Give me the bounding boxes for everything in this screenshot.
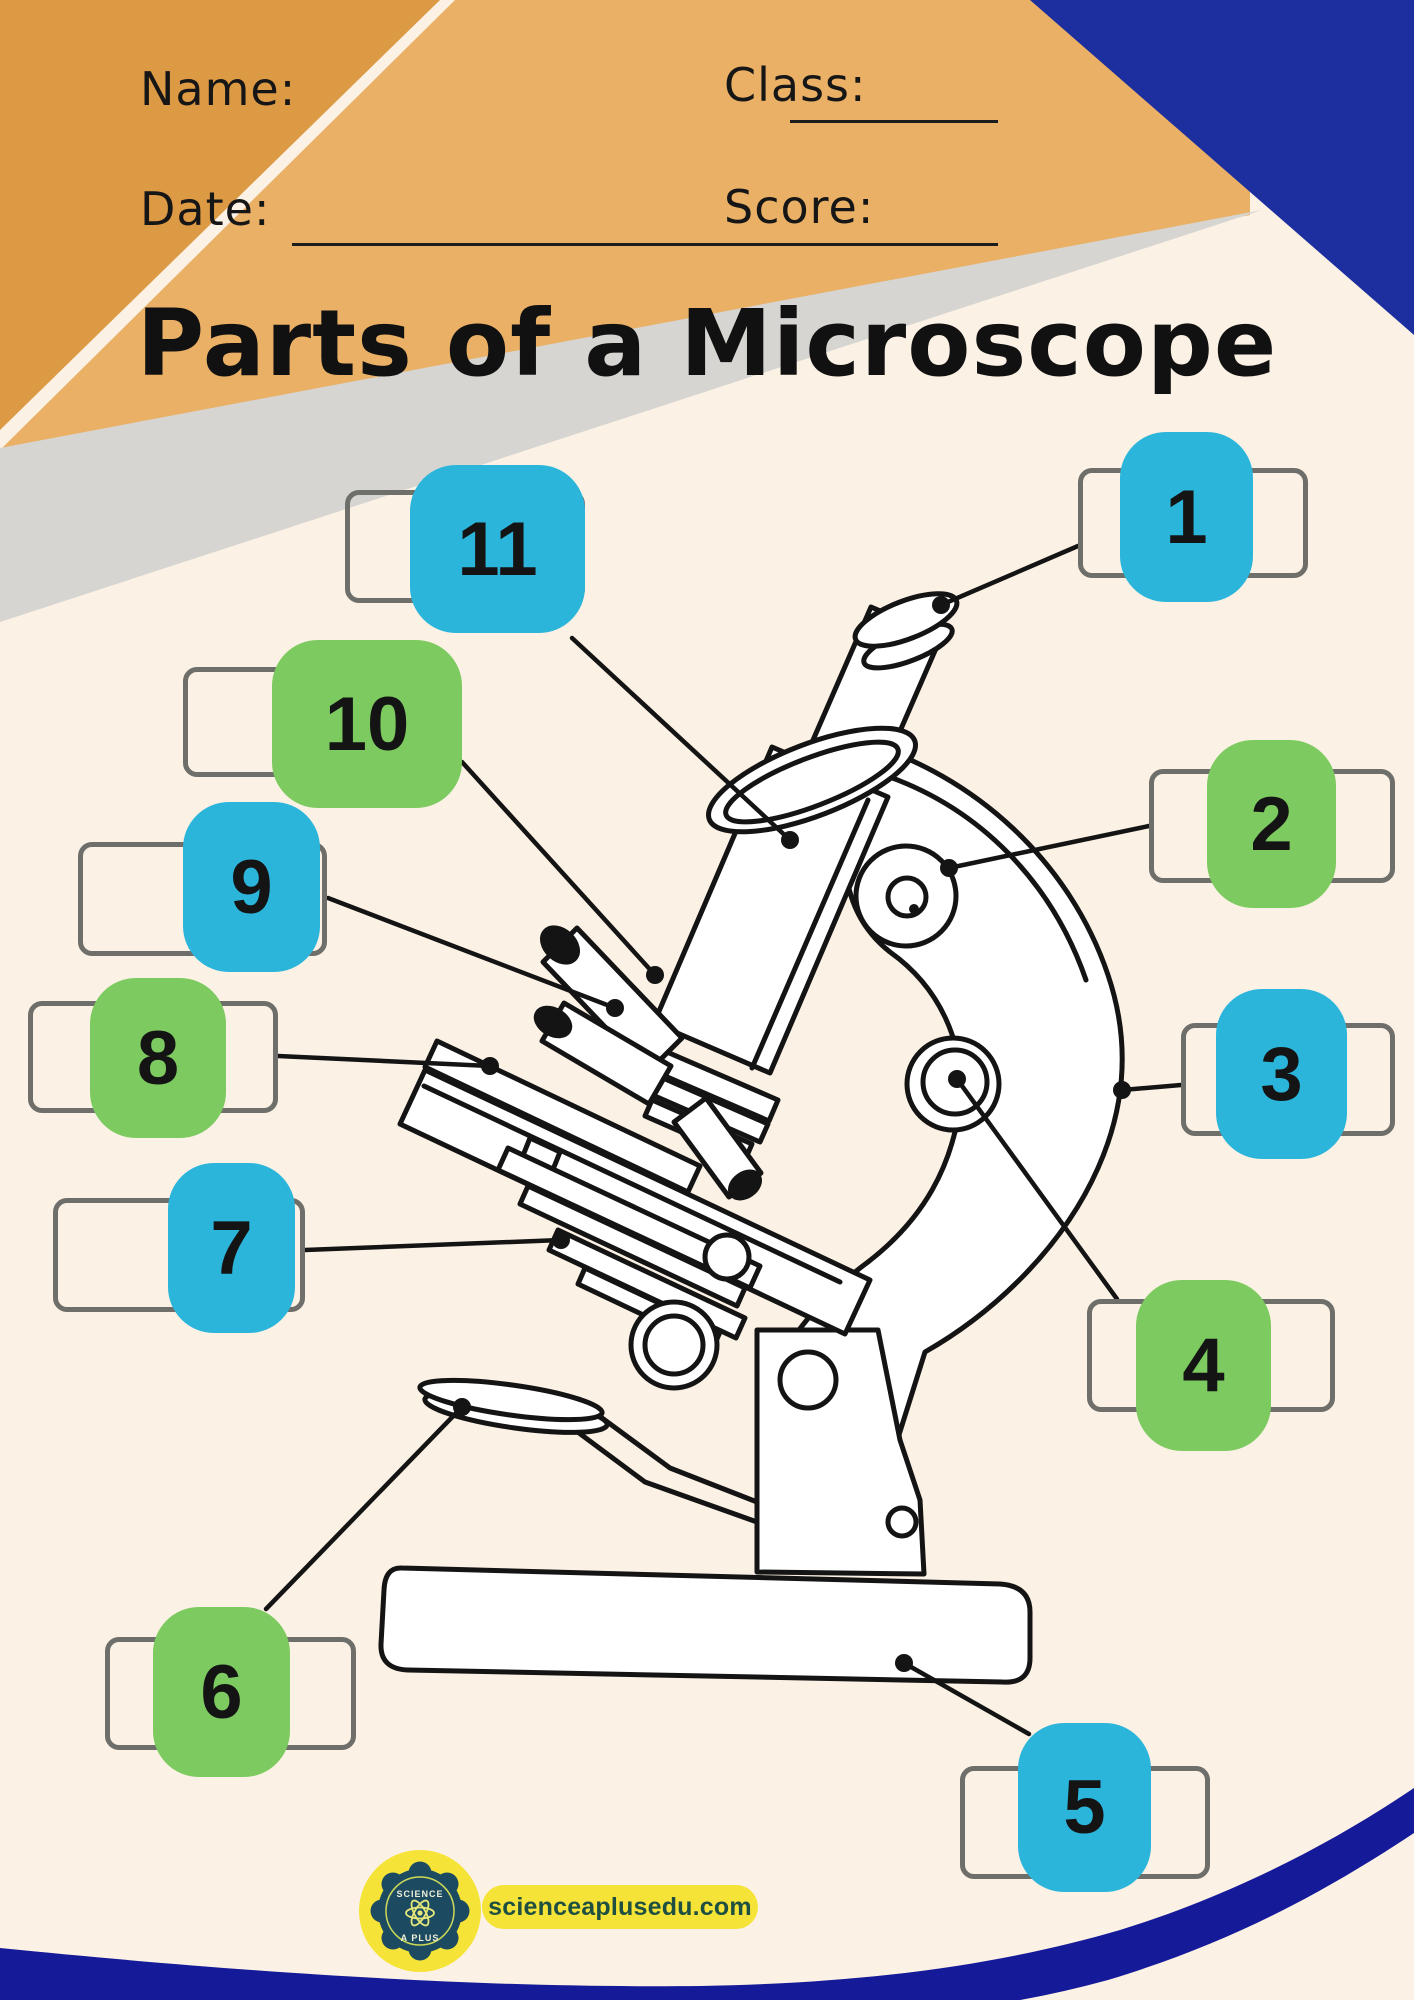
microscope-pillar	[754, 1327, 927, 1577]
leader-line-1	[938, 543, 1081, 608]
leader-line-2	[946, 823, 1152, 871]
badge-4: 4	[1136, 1280, 1271, 1451]
badge-11: 11	[410, 465, 585, 633]
badge-10-number: 10	[324, 681, 410, 767]
stage-knob	[702, 1232, 752, 1282]
leader-line-3	[1119, 1082, 1184, 1093]
badge-3: 3	[1216, 989, 1347, 1159]
logo-text-top: SCIENCE	[396, 1889, 443, 1899]
logo-text-bottom: A PLUS	[401, 1933, 440, 1943]
class-underline	[790, 120, 998, 123]
leader-dots	[453, 596, 1131, 1672]
date-score-underline	[292, 243, 998, 246]
badge-8-number: 8	[136, 1015, 180, 1101]
leader-line-5	[901, 1660, 1032, 1737]
badge-3-number: 3	[1260, 1031, 1303, 1117]
website-pill: scienceaplusedu.com	[482, 1885, 758, 1929]
badge-9: 9	[183, 802, 320, 972]
badge-7: 7	[168, 1163, 295, 1333]
badge-6: 6	[153, 1607, 290, 1777]
mirror	[417, 1377, 760, 1525]
badge-5: 5	[1018, 1723, 1151, 1892]
score-field-label: Score:	[724, 180, 875, 234]
inclination-joint	[853, 843, 959, 949]
badge-9-number: 9	[230, 844, 273, 930]
header-corner-shapes	[0, 0, 1414, 622]
website-url: scienceaplusedu.com	[488, 1892, 752, 1921]
leader-line-11	[569, 635, 793, 843]
badge-2: 2	[1207, 740, 1336, 908]
stage-clip	[422, 1038, 703, 1195]
badge-6-number: 6	[200, 1649, 243, 1735]
badge-2-number: 2	[1250, 781, 1293, 867]
badge-10: 10	[272, 640, 462, 808]
badge-4-number: 4	[1182, 1323, 1225, 1408]
microscope-base	[378, 1565, 1033, 1685]
microscope-illustration	[378, 591, 1125, 1685]
leader-line-4	[954, 1076, 1120, 1302]
badge-1: 1	[1120, 432, 1253, 602]
top-right-navy-triangle	[1030, 0, 1414, 335]
date-field-label: Date:	[140, 182, 271, 236]
leader-lines	[263, 543, 1184, 1737]
diaphragm	[495, 1135, 763, 1351]
leader-line-6	[263, 1404, 465, 1612]
badge-8: 8	[90, 978, 226, 1138]
leader-line-7	[302, 1237, 564, 1253]
science-a-plus-logo: SCIENCE A PLUS	[359, 1850, 481, 1972]
lower-focus-knob	[628, 1299, 720, 1391]
page-title: Parts of a Microscope	[136, 290, 1278, 397]
class-field-label: Class:	[724, 58, 867, 112]
leader-line-9	[325, 895, 618, 1011]
badge-7-number: 7	[210, 1205, 253, 1291]
badge-5-number: 5	[1063, 1765, 1106, 1850]
atom-icon	[405, 1899, 435, 1927]
tube-collar	[705, 725, 919, 835]
badge-11-number: 11	[457, 506, 538, 592]
name-field-label: Name:	[140, 62, 297, 116]
bottom-navy-swoosh	[0, 1788, 1414, 2000]
leader-line-10	[459, 759, 658, 978]
badge-1-number: 1	[1165, 474, 1208, 560]
leader-line-8	[275, 1053, 493, 1069]
